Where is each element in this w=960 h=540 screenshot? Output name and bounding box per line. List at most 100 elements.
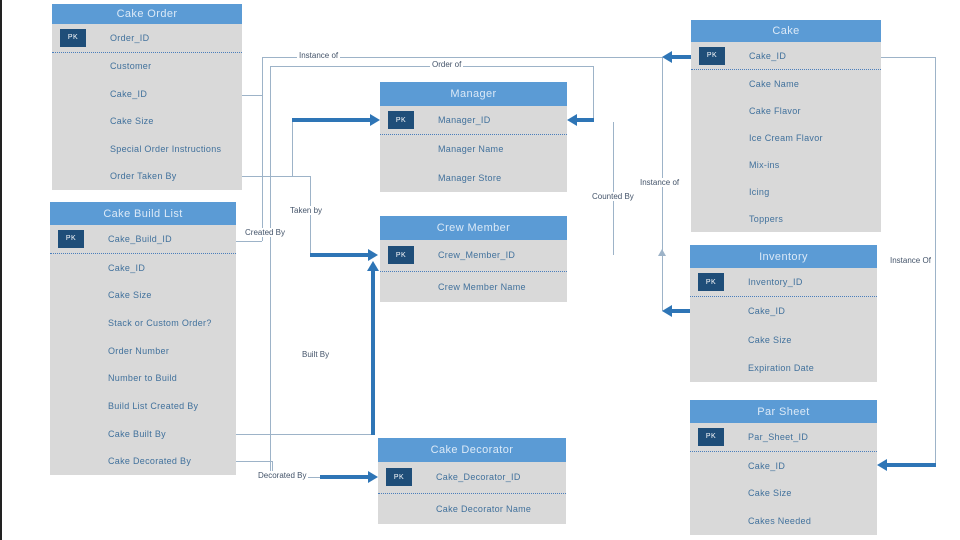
field-row: Cake Size xyxy=(50,281,236,309)
field-label: Cake Decorated By xyxy=(108,456,192,467)
connector-line xyxy=(262,57,662,58)
field-label: Cake_ID xyxy=(108,262,146,273)
field-row: Mix-ins xyxy=(691,151,881,178)
field-label: Stack or Custom Order? xyxy=(108,317,212,328)
entity-title: Crew Member xyxy=(380,216,567,240)
entity-title: Manager xyxy=(380,82,567,106)
label-instance-of: Instance Of xyxy=(888,256,933,265)
field-label: Cake Size xyxy=(108,290,152,301)
field-label: Cake_Decorator_ID xyxy=(436,472,521,483)
pk-badge: PK xyxy=(386,468,412,487)
connector-line xyxy=(935,57,936,463)
field-label: Number to Build xyxy=(108,373,178,384)
field-row: PK Cake_ID xyxy=(691,42,881,70)
field-row: PK Cake_Decorator_ID xyxy=(378,462,566,494)
field-row: Cake Built By xyxy=(50,420,236,448)
field-label: Crew Member Name xyxy=(438,281,526,292)
field-row: Expiration Date xyxy=(690,354,877,382)
label-instance-of: Instance of xyxy=(297,51,341,60)
relationship-arrow xyxy=(310,253,369,257)
entity-manager[interactable]: Manager PK Manager_ID Manager Name Manag… xyxy=(380,82,567,192)
field-row: Cake_ID xyxy=(690,452,877,480)
connector-line xyxy=(881,57,935,58)
field-row: Cake Name xyxy=(691,70,881,97)
connector-line xyxy=(593,66,594,120)
field-row: Build List Created By xyxy=(50,392,236,420)
field-row: Number to Build xyxy=(50,364,236,392)
pk-badge: PK xyxy=(60,28,86,47)
field-row: PK Order_ID xyxy=(52,24,242,53)
connector-line xyxy=(236,434,371,435)
field-label: Order_ID xyxy=(110,32,150,43)
entity-crew-member[interactable]: Crew Member PK Crew_Member_ID Crew Membe… xyxy=(380,216,567,302)
field-label: Icing xyxy=(749,186,770,197)
label-taken-by: Taken by xyxy=(288,206,325,215)
field-row: Cake Size xyxy=(690,480,877,508)
entity-cake-decorator[interactable]: Cake Decorator PK Cake_Decorator_ID Cake… xyxy=(378,438,566,524)
connector-line xyxy=(272,461,273,478)
relationship-arrow xyxy=(887,463,936,467)
entity-inventory[interactable]: Inventory PK Inventory_ID Cake_ID Cake S… xyxy=(690,245,877,382)
arrow-right-icon xyxy=(368,471,378,483)
connector-line xyxy=(613,122,614,255)
field-label: Cake_Build_ID xyxy=(108,233,172,244)
pk-badge: PK xyxy=(698,273,724,292)
field-row: Cake Decorator Name xyxy=(378,494,566,525)
entity-par-sheet[interactable]: Par Sheet PK Par_Sheet_ID Cake_ID Cake S… xyxy=(690,400,877,535)
field-row: Stack or Custom Order? xyxy=(50,309,236,337)
entity-title: Cake Order xyxy=(52,4,242,24)
field-label: Order Number xyxy=(108,345,170,356)
field-row: Cake Decorated By xyxy=(50,447,236,475)
field-label: Toppers xyxy=(749,213,784,224)
connector-line xyxy=(242,95,262,96)
slide-left-border xyxy=(0,0,2,540)
relationship-arrow xyxy=(577,118,594,122)
field-label: Cake_ID xyxy=(110,88,148,99)
field-label: Cake Built By xyxy=(108,428,166,439)
pk-badge: PK xyxy=(699,46,725,65)
arrow-up-icon xyxy=(367,261,379,271)
field-label: Manager Name xyxy=(438,144,504,155)
entity-cake-order[interactable]: Cake Order PK Order_ID Customer Cake_ID … xyxy=(52,4,242,190)
field-row: Ice Cream Flavor xyxy=(691,124,881,151)
field-row: PK Manager_ID xyxy=(380,106,567,136)
field-label: Cake Flavor xyxy=(749,105,801,116)
field-label: Mix-ins xyxy=(749,159,780,170)
pk-badge: PK xyxy=(698,427,724,446)
field-label: Special Order Instructions xyxy=(110,143,222,154)
label-decorated-by: Decorated By xyxy=(256,471,309,480)
label-order-of: Order of xyxy=(430,60,464,69)
relationship-arrow xyxy=(320,475,369,479)
connector-line xyxy=(236,241,262,242)
field-row: Cake Size xyxy=(690,326,877,354)
connector-line xyxy=(242,176,310,177)
field-label: Ice Cream Flavor xyxy=(749,132,823,143)
field-row: Manager Name xyxy=(380,135,567,163)
field-row: Order Taken By xyxy=(52,163,242,191)
field-label: Cake Name xyxy=(749,78,800,89)
field-row: Cake_ID xyxy=(52,80,242,108)
field-label: Cake Decorator Name xyxy=(436,503,532,514)
field-row: Cake Size xyxy=(52,108,242,136)
connector-line xyxy=(270,66,271,478)
field-row: Special Order Instructions xyxy=(52,135,242,163)
relationship-arrow xyxy=(672,55,692,59)
entity-cake[interactable]: Cake PK Cake_ID Cake Name Cake Flavor Ic… xyxy=(691,20,881,232)
field-row: PK Par_Sheet_ID xyxy=(690,423,877,452)
relationship-arrow xyxy=(672,309,691,313)
connector-chevron xyxy=(658,249,666,256)
field-label: Cake_ID xyxy=(749,50,787,61)
field-label: Cake_ID xyxy=(748,306,786,317)
label-counted-by: Counted By xyxy=(590,192,636,201)
field-row: PK Crew_Member_ID xyxy=(380,240,567,272)
pk-badge: PK xyxy=(58,229,84,248)
arrow-left-icon xyxy=(662,305,672,317)
arrow-left-icon xyxy=(877,459,887,471)
connector-line xyxy=(292,122,293,176)
field-label: Par_Sheet_ID xyxy=(748,431,809,442)
entity-cake-build-list[interactable]: Cake Build List PK Cake_Build_ID Cake_ID… xyxy=(50,202,236,475)
entity-title: Inventory xyxy=(690,245,877,268)
field-row: Manager Store xyxy=(380,164,567,192)
arrow-right-icon xyxy=(368,249,378,261)
